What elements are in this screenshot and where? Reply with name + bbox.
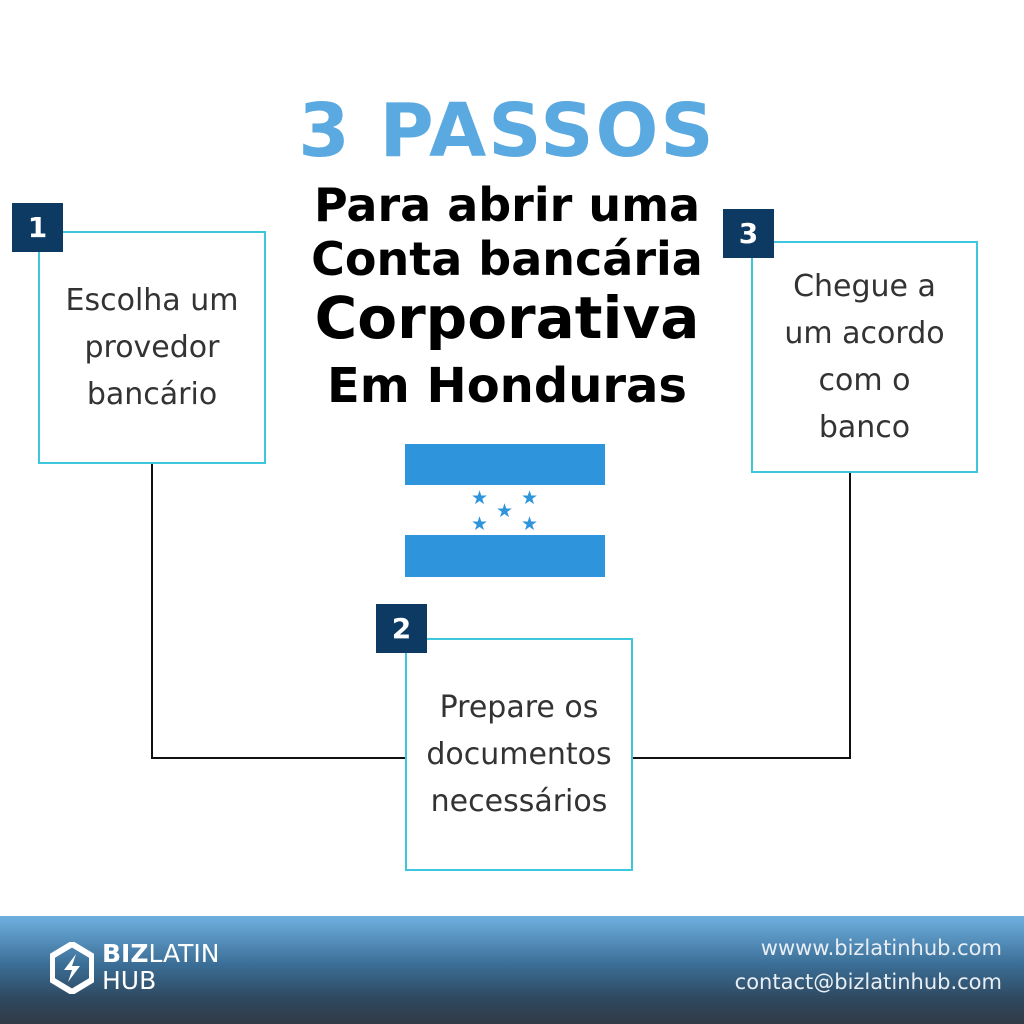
connector-line (151, 757, 405, 759)
connector-line (632, 757, 851, 759)
subtitle-line-4: Em Honduras (327, 358, 687, 414)
bizlatinhub-logo-icon (50, 942, 94, 994)
flag-stripe-bottom (405, 535, 605, 577)
star-icon: ★ (521, 487, 539, 509)
star-icon: ★ (471, 513, 489, 535)
connector-line (849, 472, 851, 759)
star-icon: ★ (496, 500, 514, 522)
step-2-badge: 2 (376, 604, 427, 653)
star-icon: ★ (521, 513, 539, 535)
subtitle-line-1: Para abrir uma (313, 178, 701, 232)
email-link[interactable]: contact@bizlatinhub.com (734, 970, 1002, 994)
subtitle-line-3: Corporativa (314, 284, 700, 352)
step-1-badge: 1 (12, 203, 63, 252)
footer: BIZLATIN HUB wwww.bizlatinhub.com contac… (0, 916, 1024, 1024)
flag-stripe-top (405, 444, 605, 485)
step-2-box: Prepare os documentos necessários (405, 638, 633, 871)
logo-hub: HUB (102, 966, 157, 995)
subtitle-line-2: Conta bancária (311, 232, 703, 286)
step-3-text: Chegue a um acordo com o banco (784, 269, 945, 445)
page-title: 3 PASSOS (298, 88, 716, 174)
star-icon: ★ (471, 487, 489, 509)
website-link[interactable]: wwww.bizlatinhub.com (760, 936, 1002, 960)
step-3-box: Chegue a um acordo com o banco (751, 241, 978, 473)
logo-biz: BIZ (102, 939, 149, 968)
logo-latin: LATIN (148, 939, 220, 968)
step-1-box: Escolha um provedor bancário (38, 231, 266, 464)
logo-text: BIZLATIN HUB (102, 940, 220, 994)
step-3-badge: 3 (723, 209, 774, 258)
step-1-text: Escolha um provedor bancário (65, 283, 239, 412)
step-2-text: Prepare os documentos necessários (426, 690, 612, 819)
connector-line (151, 463, 153, 759)
